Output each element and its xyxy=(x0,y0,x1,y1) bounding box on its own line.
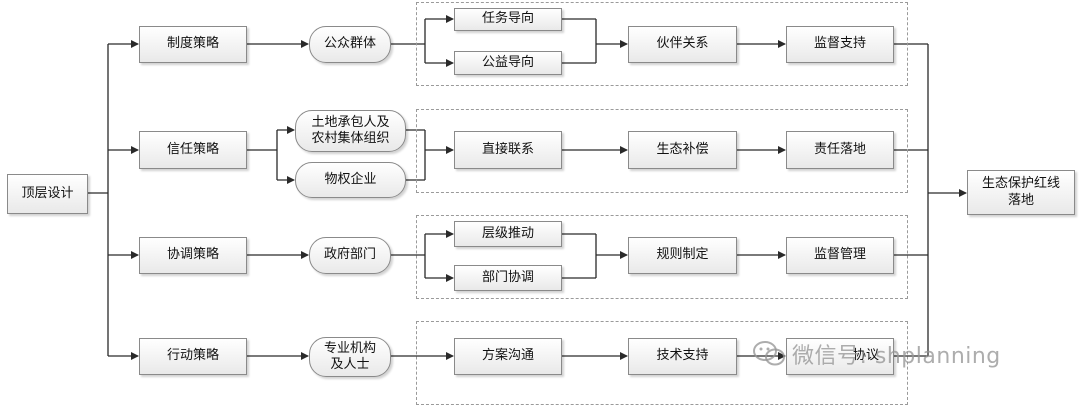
public-welfare-oriented-node: 公益导向 xyxy=(454,51,562,75)
technical-support-node: 技术支持 xyxy=(628,338,737,375)
professionals-node: 专业机构 及人士 xyxy=(309,337,391,377)
supervision-management-node: 监督管理 xyxy=(786,237,894,274)
professionals-line-2: 及人士 xyxy=(330,357,370,372)
agreement-label: 协议 xyxy=(852,348,879,364)
level-promotion-node: 层级推动 xyxy=(454,221,562,247)
government-departments-node: 政府部门 xyxy=(309,237,391,274)
action-strategy-node: 行动策略 xyxy=(139,338,247,375)
top-design-node: 顶层设计 xyxy=(7,174,88,214)
task-oriented-node: 任务导向 xyxy=(454,8,562,31)
final-outcome-line-2: 落地 xyxy=(1007,192,1034,208)
coordination-strategy-node: 协调策略 xyxy=(139,237,247,274)
group-row-4 xyxy=(416,321,908,405)
group-row-2 xyxy=(416,109,908,193)
department-coordination-node: 部门协调 xyxy=(454,265,562,291)
land-contractors-node: 土地承包人及 农村集体组织 xyxy=(295,110,406,152)
group-row-3 xyxy=(416,215,908,299)
rule-making-node: 规则制定 xyxy=(628,237,737,274)
final-outcome-line-1: 生态保护红线 xyxy=(981,176,1060,192)
direct-contact-node: 直接联系 xyxy=(454,131,562,169)
public-groups-node: 公众群体 xyxy=(309,26,391,63)
agreement-node: 协议 xyxy=(786,338,894,375)
plan-communication-node: 方案沟通 xyxy=(454,338,562,375)
property-enterprises-node: 物权企业 xyxy=(295,162,406,198)
responsibility-implementation-node: 责任落地 xyxy=(786,131,894,169)
partnership-node: 伙伴关系 xyxy=(628,26,737,63)
professionals-line-1: 专业机构 xyxy=(323,340,376,356)
ecological-compensation-node: 生态补偿 xyxy=(628,131,737,169)
trust-strategy-node: 信任策略 xyxy=(139,131,247,169)
land-contractors-line-2: 农村集体组织 xyxy=(311,131,390,146)
final-outcome-node: 生态保护红线 落地 xyxy=(967,170,1075,215)
institutional-strategy-node: 制度策略 xyxy=(139,26,247,63)
supervision-support-node: 监督支持 xyxy=(786,26,894,63)
group-row-1 xyxy=(416,2,908,86)
land-contractors-line-1: 土地承包人及 xyxy=(311,114,390,130)
